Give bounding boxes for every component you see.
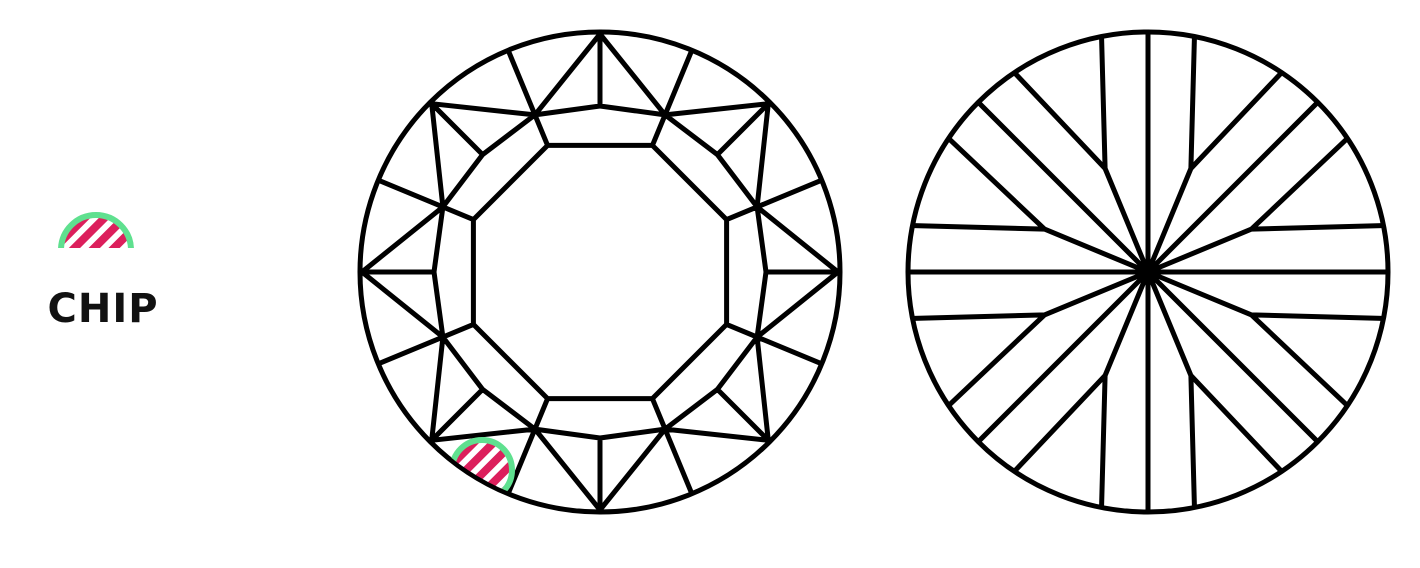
crown-facet-lines <box>359 31 841 513</box>
pavilion-facet-lines <box>907 31 1389 513</box>
diamond-pavilion-view-diagram <box>905 29 1391 515</box>
diamond-crown-view-diagram <box>357 29 843 515</box>
legend-chip-icon <box>58 212 134 248</box>
legend-label: CHIP <box>47 286 159 332</box>
